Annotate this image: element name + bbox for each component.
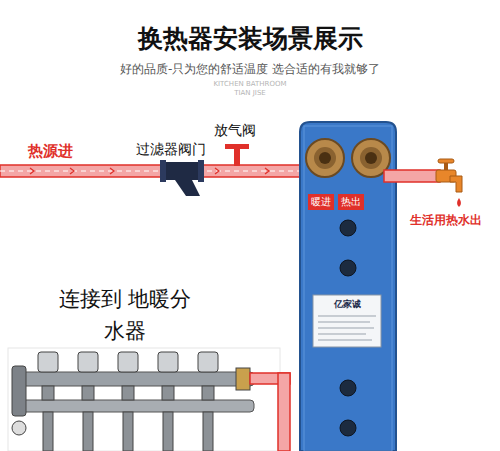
manifold-panel <box>8 348 280 451</box>
subtitle: 好的品质-只为您的舒适温度 选合适的有我就够了 <box>0 61 500 78</box>
heat-exchanger: 亿家诚 暖进热出 <box>300 122 396 451</box>
node-text: 热出 <box>341 195 361 209</box>
pipe-label: 热源进 <box>28 142 73 161</box>
title: 换热器安装场景展示 <box>0 22 500 55</box>
note-label: 连接到 地暖分水器 <box>50 284 200 347</box>
part-label: 放气阀 <box>214 122 256 140</box>
pipe <box>0 165 312 177</box>
port-tag: 暖进 <box>308 194 334 210</box>
vent-valve-symbol <box>225 144 249 166</box>
pipe <box>250 373 290 451</box>
heat-exchanger-illustration <box>300 122 396 451</box>
port-tag: 热出 <box>338 194 364 210</box>
part-label: 过滤器阀门 <box>136 141 206 159</box>
node-text: 亿家诚 <box>313 298 381 311</box>
manifold-symbol <box>12 352 254 451</box>
watermark: TIAN JISE <box>0 89 500 97</box>
faucet-symbol <box>436 159 462 207</box>
node-text: 暖进 <box>311 195 331 209</box>
pipe <box>384 170 440 182</box>
watermark: KITCHEN BATHROOM <box>0 80 500 88</box>
filter-valve-symbol <box>160 160 204 196</box>
pipe-label: 生活用热水出 <box>410 212 482 229</box>
